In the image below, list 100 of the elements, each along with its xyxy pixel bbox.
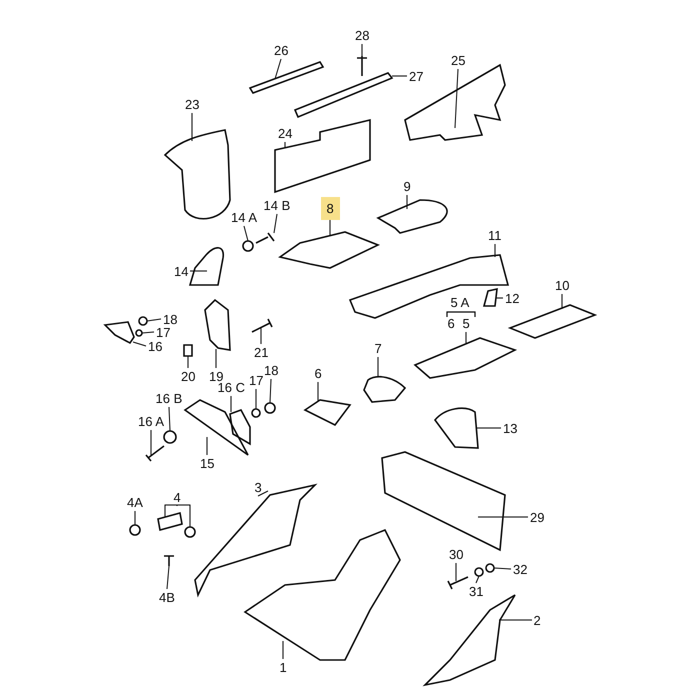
callout-number: 10 (553, 276, 572, 294)
nut (129, 524, 141, 536)
cover-plate (303, 399, 352, 426)
leader-line (454, 68, 458, 128)
callout-number: 3 (252, 478, 264, 496)
clip-piece (157, 512, 183, 531)
callout-number: 14 A (229, 208, 260, 226)
trim-piece (482, 288, 498, 307)
mat-panel (363, 376, 406, 403)
clip-piece (184, 526, 196, 538)
callout-number: 16 B (154, 390, 184, 406)
leader-line (206, 436, 208, 456)
leader-line (230, 396, 232, 412)
callout-number: 8 (320, 196, 340, 220)
callout-number: 2 (532, 612, 543, 628)
callout-number: 14 B (262, 196, 292, 214)
leader-line (164, 504, 178, 518)
washer (242, 240, 254, 252)
callout-number: 5 A (448, 294, 472, 310)
callout-number: 14 (172, 262, 190, 280)
callout-number: 16 (146, 338, 164, 354)
callout-number: 6 (312, 364, 324, 382)
leader-line (284, 142, 286, 148)
mat-panel (508, 304, 598, 339)
leader-line (274, 58, 282, 80)
callout-number: 24 (276, 124, 294, 142)
callout-number: 13 (501, 420, 520, 436)
callout-number: 15 (198, 454, 216, 472)
callout-number: 25 (449, 52, 468, 68)
trim-piece (184, 399, 249, 456)
leader-line (270, 378, 272, 404)
leader-line (190, 270, 208, 272)
mat-panel (414, 337, 518, 379)
leader-line (406, 194, 408, 210)
leader-line (274, 214, 278, 234)
callout-number: 26 (272, 42, 290, 58)
trim-panel (164, 129, 231, 220)
trim-panel (381, 451, 506, 552)
trim-panel (194, 484, 318, 598)
callout-number: 5 (460, 314, 472, 332)
screw (251, 318, 273, 333)
callout-number: 11 (486, 226, 504, 244)
nut (135, 329, 143, 337)
callout-number: 19 (207, 368, 226, 384)
callout-number: 32 (511, 560, 530, 578)
leader-line (494, 568, 512, 570)
callout-number: 4 (172, 488, 183, 506)
callout-number: 7 (372, 340, 384, 356)
washer (474, 567, 484, 577)
leader-line (494, 244, 496, 258)
leader-line (146, 318, 162, 322)
leader-line (150, 430, 152, 456)
trim-panel (274, 118, 371, 194)
trim-piece (204, 298, 231, 351)
leader-line (176, 504, 190, 528)
bracket-piece (103, 321, 135, 344)
callout-number: 27 (407, 68, 426, 84)
leader-line (260, 328, 262, 344)
leader-line (132, 342, 146, 346)
bolt (145, 445, 165, 462)
trim-panel (189, 247, 224, 286)
callout-number: 20 (179, 368, 198, 384)
callout-number: 21 (252, 344, 270, 360)
leader-line (168, 406, 170, 432)
trim-panel (434, 408, 479, 449)
leader-line (142, 332, 154, 334)
callout-number: 16 A (136, 412, 166, 430)
leader-line (478, 516, 528, 518)
screw (163, 555, 175, 567)
callout-number: 1 (278, 658, 289, 676)
nut (485, 563, 495, 573)
bolt (447, 576, 469, 590)
mat-panel (278, 231, 380, 269)
trim-strip (248, 61, 324, 94)
callout-number: 30 (447, 546, 466, 562)
callout-number: 9 (402, 178, 413, 194)
callout-number: 28 (353, 26, 372, 44)
nut (138, 316, 148, 326)
leader-line (258, 490, 268, 496)
sill-strip (294, 72, 394, 118)
callout-number: 6 (446, 314, 457, 332)
mat-panel (377, 199, 448, 234)
callout-number: 31 (467, 582, 486, 600)
clip-piece (183, 344, 193, 357)
callout-number: 4A (125, 494, 145, 510)
trim-panel (404, 64, 506, 141)
screw (255, 232, 275, 244)
leader-line (244, 226, 248, 242)
nut (264, 402, 276, 414)
leader-line (134, 510, 136, 526)
callout-number: 12 (503, 290, 522, 306)
nut (251, 408, 261, 418)
leader-line (166, 566, 170, 590)
callout-number: 29 (528, 508, 546, 526)
carpet-panel (244, 528, 401, 661)
leader-line (282, 640, 284, 660)
screw (356, 55, 368, 77)
trim-piece (229, 409, 251, 446)
callout-number: 23 (183, 96, 202, 112)
washer (163, 430, 177, 444)
